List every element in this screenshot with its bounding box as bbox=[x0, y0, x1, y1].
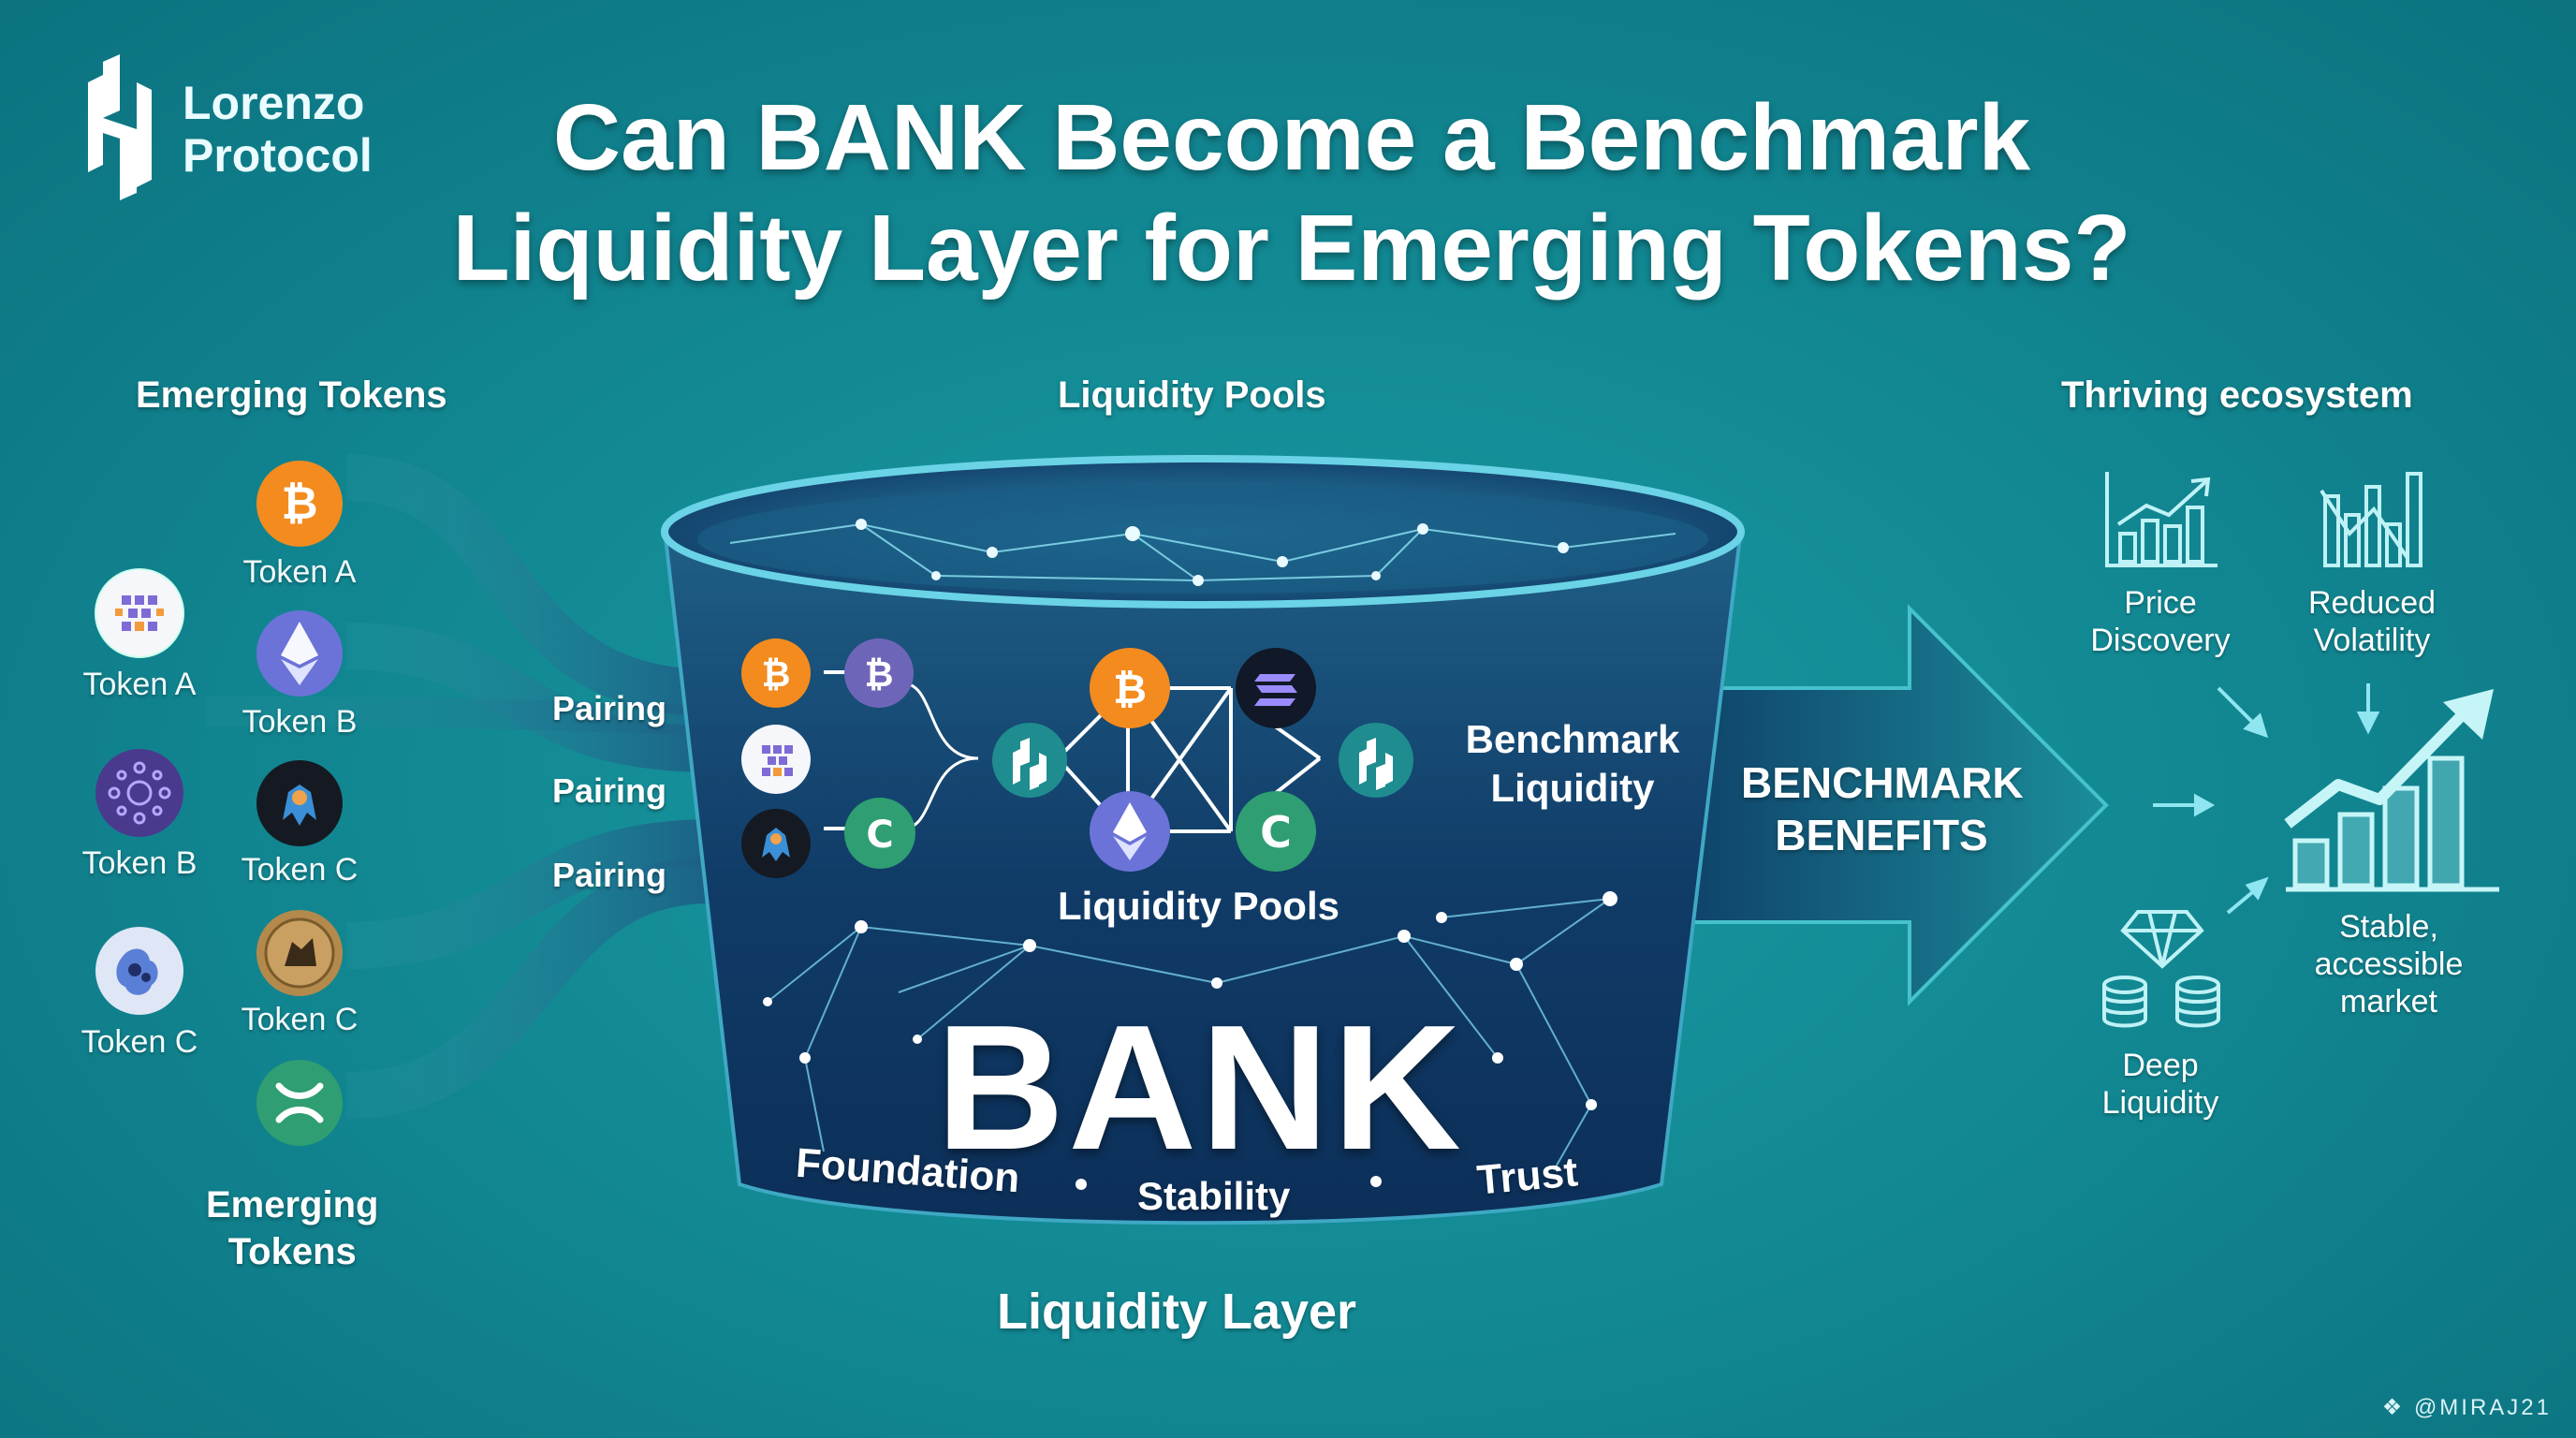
pairing-label-3: Pairing bbox=[552, 856, 667, 894]
diamond-icon: ❖ bbox=[2381, 1395, 2406, 1420]
token-a-left-label: Token A bbox=[82, 667, 197, 702]
reduced-volatility-label: Reduced Volatility bbox=[2308, 584, 2436, 659]
bank-bucket bbox=[662, 527, 1744, 1225]
benchmark-line2: Liquidity bbox=[1490, 766, 1655, 810]
stable-market-icon bbox=[2284, 689, 2499, 892]
watermark-text: @MIRAJ21 bbox=[2413, 1395, 2552, 1420]
title-line2: Liquidity Layer for Emerging Tokens? bbox=[452, 196, 2131, 301]
token-streams bbox=[205, 454, 712, 1119]
svg-text:₿: ₿ bbox=[865, 653, 894, 695]
liquidity-layer-label: Liquidity Layer bbox=[997, 1284, 1357, 1340]
liquidity-pools-header: Liquidity Pools bbox=[1058, 374, 1326, 416]
ecosystem-arrows bbox=[2153, 683, 2380, 915]
pool-c-center-icon: C bbox=[1236, 791, 1316, 872]
pool-solana-icon bbox=[1236, 648, 1316, 728]
arrow-line1: BENCHMARK bbox=[1741, 758, 2024, 807]
bitcoin-icon: ₿ bbox=[256, 461, 343, 547]
pool-lorenzo-left-icon bbox=[992, 723, 1067, 798]
token-b-right-label: Token B bbox=[242, 704, 358, 740]
benchmark-benefits-label: BENCHMARK BENEFITS bbox=[1741, 756, 2024, 861]
token-c-gold-icon bbox=[256, 910, 343, 996]
token-c-left-icon bbox=[95, 927, 183, 1015]
price-discovery-label: Price Discovery bbox=[2090, 584, 2230, 659]
emerging-tokens-footer: Emerging Tokens bbox=[206, 1181, 378, 1275]
token-a-left-icon bbox=[95, 568, 184, 658]
pairing-label-1: Pairing bbox=[552, 689, 667, 727]
xrp-icon bbox=[256, 1060, 343, 1146]
stable-line2: accessible bbox=[2314, 946, 2464, 982]
svg-text:₿: ₿ bbox=[762, 653, 791, 695]
page-title: Can BANK Become a Benchmark Liquidity La… bbox=[309, 82, 2275, 303]
pillar-stability: Stability bbox=[1137, 1174, 1291, 1218]
svg-text:C: C bbox=[1260, 807, 1292, 858]
title-line1: Can BANK Become a Benchmark bbox=[552, 85, 2031, 190]
volatility-line2: Volatility bbox=[2313, 623, 2431, 658]
arrow-line2: BENEFITS bbox=[1775, 811, 1988, 859]
pool-bitcoin-icon: ₿ bbox=[741, 638, 811, 708]
rim-nodes bbox=[856, 519, 1569, 586]
pool-token-c-icon bbox=[741, 809, 811, 878]
emerging-footer-line1: Emerging bbox=[206, 1184, 379, 1225]
svg-text:₿: ₿ bbox=[1113, 666, 1147, 713]
ethereum-icon bbox=[256, 610, 343, 697]
deep-line2: Liquidity bbox=[2101, 1085, 2219, 1121]
token-a-right-label: Token A bbox=[242, 554, 357, 590]
benchmark-liquidity-label: Benchmark Liquidity bbox=[1460, 715, 1685, 813]
bucket-nodes bbox=[763, 891, 1617, 1190]
volatility-line1: Reduced bbox=[2307, 585, 2437, 621]
token-c-gold-label: Token C bbox=[241, 1002, 359, 1037]
pool-bitcoin-purple-icon: ₿ bbox=[844, 638, 914, 708]
token-b-left-label: Token B bbox=[81, 845, 198, 881]
emerging-footer-line2: Tokens bbox=[227, 1231, 357, 1272]
lorenzo-logo-icon bbox=[88, 54, 152, 200]
stable-market-label: Stable, accessible market bbox=[2315, 908, 2464, 1020]
pool-ethereum-icon bbox=[1090, 791, 1170, 872]
pool-bitcoin-center-icon: ₿ bbox=[1090, 648, 1170, 728]
pools-inner-label: Liquidity Pools bbox=[1058, 884, 1339, 928]
token-c-right-label: Token C bbox=[241, 852, 359, 888]
benefits-arrow bbox=[1664, 604, 2109, 1006]
svg-text:₿: ₿ bbox=[281, 477, 317, 530]
pairing-label-2: Pairing bbox=[552, 771, 667, 810]
bank-title: BANK bbox=[936, 989, 1465, 1187]
price-line2: Discovery bbox=[2090, 623, 2231, 658]
deep-line1: Deep bbox=[2122, 1048, 2199, 1083]
price-line1: Price bbox=[2124, 585, 2197, 621]
emerging-tokens-header: Emerging Tokens bbox=[136, 374, 447, 416]
pillar-trust: Trust bbox=[1475, 1149, 1580, 1204]
pool-lorenzo-right-icon bbox=[1339, 723, 1413, 798]
watermark: ❖ @MIRAJ21 bbox=[2382, 1394, 2552, 1421]
benchmark-line1: Benchmark bbox=[1465, 717, 1680, 761]
pool-token-a-icon bbox=[741, 725, 811, 794]
reduced-volatility-icon bbox=[2320, 472, 2422, 567]
bucket-network bbox=[767, 898, 1611, 1171]
token-c-left-label: Token C bbox=[80, 1024, 198, 1060]
brand-name: Lorenzo Protocol bbox=[183, 77, 373, 182]
price-discovery-icon bbox=[2105, 472, 2217, 567]
pool-c-green-icon: C bbox=[844, 798, 915, 869]
brand-line1: Lorenzo bbox=[183, 77, 365, 129]
token-c-right-icon bbox=[256, 760, 343, 846]
svg-text:C: C bbox=[866, 814, 893, 857]
stable-line3: market bbox=[2340, 984, 2437, 1020]
brand-line2: Protocol bbox=[183, 129, 373, 182]
rim-network bbox=[729, 523, 1676, 581]
token-b-left-icon bbox=[95, 749, 183, 837]
stable-line1: Stable, bbox=[2339, 909, 2438, 945]
thriving-ecosystem-header: Thriving ecosystem bbox=[2061, 374, 2413, 416]
deep-liquidity-icon bbox=[2102, 910, 2220, 1028]
deep-liquidity-label: Deep Liquidity bbox=[2102, 1047, 2219, 1122]
